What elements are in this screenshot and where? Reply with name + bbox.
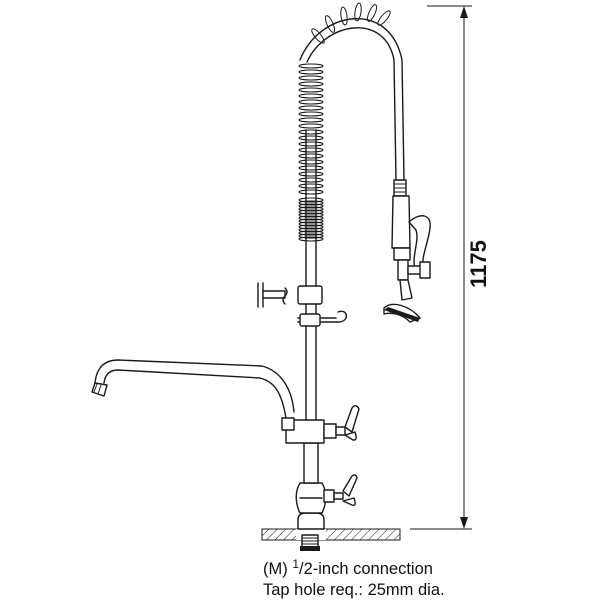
bracket-clamp: [297, 285, 323, 305]
spring-turn: [298, 171, 324, 177]
spring-turn: [298, 165, 324, 171]
spring-turn: [298, 189, 324, 195]
spring-turn: [298, 117, 324, 123]
spring-turn: [298, 203, 324, 209]
spring-turn: [298, 105, 324, 111]
riser-lower: [303, 442, 319, 484]
countertop: [261, 528, 401, 541]
tap-hole-note: Tap hole req.: 25mm dia.: [263, 581, 445, 599]
lock-nut: [300, 546, 320, 551]
spring-turn: [354, 2, 362, 22]
spring-turn: [298, 197, 324, 203]
upper-lever: [344, 405, 360, 433]
spring-turn: [298, 87, 324, 93]
spring-turn: [298, 236, 324, 242]
spring-turn: [324, 15, 336, 33]
spring-turn: [298, 233, 324, 239]
spring-turn: [377, 10, 391, 26]
height-dimension: 1175: [410, 5, 491, 530]
spring-turn: [298, 209, 324, 215]
spring-turn: [298, 147, 324, 153]
spray-handle-body: [391, 195, 411, 249]
swing-spout: [91, 359, 295, 419]
spring-turn: [298, 99, 324, 105]
hose-guide: [297, 310, 348, 327]
spring-turn: [340, 6, 348, 26]
lower-lever: [342, 474, 358, 497]
spring-turn: [298, 135, 324, 141]
threaded-connection: [300, 534, 320, 551]
connection-numerator: 1: [292, 557, 300, 571]
spring-turn: [298, 63, 324, 69]
spring-turn: [298, 75, 324, 81]
spring-turn: [298, 221, 324, 227]
connection-prefix: (M): [263, 560, 293, 578]
spray-trigger: [408, 215, 431, 273]
spring-turn: [298, 183, 324, 189]
spring-turn: [298, 159, 324, 165]
spring-turn: [366, 4, 378, 22]
spring-turn: [298, 227, 324, 233]
spring-turn: [298, 153, 324, 159]
spring-turn: [298, 141, 324, 147]
flexible-hose: [299, 18, 405, 181]
dimension-arrow-top: [460, 6, 468, 18]
connection-note: (M) 1/2-inch connection: [263, 558, 433, 578]
spring-coil-upper: [298, 2, 391, 195]
spring-turn: [298, 81, 324, 87]
spring-turn: [298, 129, 324, 135]
spring-turn: [298, 206, 324, 212]
connection-rest: /2-inch connection: [299, 560, 433, 578]
spring-turn: [298, 123, 324, 129]
spring-turn: [298, 177, 324, 183]
spring-coil-lower: [298, 197, 324, 242]
spring-turn: [298, 224, 324, 230]
spring-turn: [298, 230, 324, 236]
lower-valve-handle: [323, 474, 358, 507]
spring-turn: [298, 212, 324, 218]
spring-turn: [311, 28, 325, 44]
spray-valve: [383, 179, 431, 323]
base-flange: [297, 512, 325, 530]
spring-turn: [298, 218, 324, 224]
wall-bracket: [257, 282, 323, 308]
spring-turn: [298, 93, 324, 99]
counter-hatch: [261, 528, 401, 541]
faucet-base: [295, 482, 327, 530]
spring-turn: [298, 200, 324, 206]
spring-turn: [298, 215, 324, 221]
spring-turn: [298, 111, 324, 117]
riser-pipe: [305, 129, 317, 421]
dimension-height-label: 1175: [466, 240, 491, 288]
dimension-arrow-bottom: [460, 517, 468, 529]
upper-valve-body: [281, 405, 360, 444]
spring-turn: [298, 69, 324, 75]
